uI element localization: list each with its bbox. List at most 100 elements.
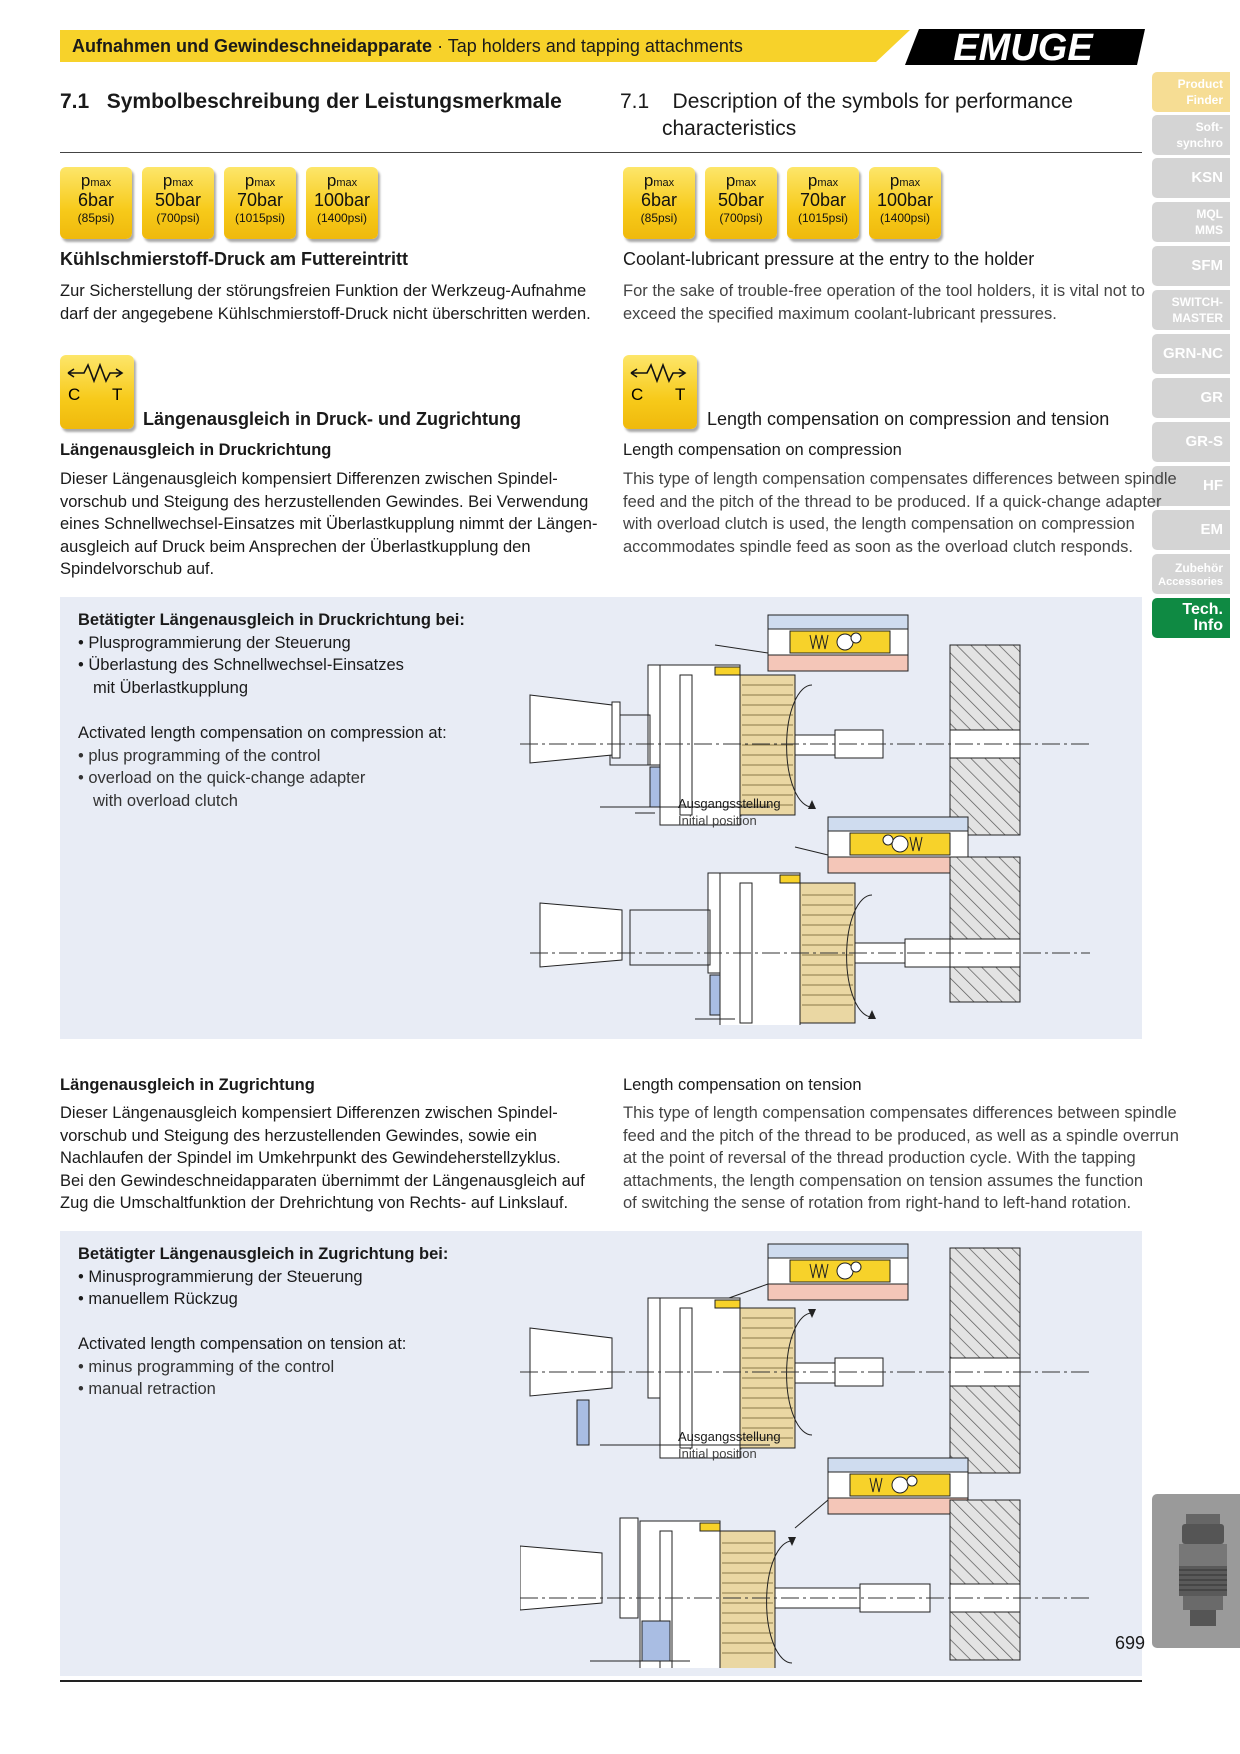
max-subscript: max [735, 177, 757, 189]
side-tab-label: GR [1200, 389, 1224, 406]
p-letter: p [244, 171, 255, 190]
max-subscript: max [817, 177, 839, 189]
side-tab-9[interactable]: HF [1152, 466, 1230, 506]
section-number-en: 7.1 [620, 90, 650, 113]
list-item: • Minusprogrammierung der Steuerung [78, 1266, 448, 1289]
tension-item-de-1: Minusprogrammierung der Steuerung [88, 1267, 363, 1286]
compression-box-heading-de: Betätigter Längenausgleich in Druckricht… [78, 611, 465, 629]
side-tab-label: EM [1200, 521, 1224, 538]
bullet: • [78, 746, 84, 765]
side-tab-sublabel: Finder [1186, 93, 1223, 107]
pmax-label: pmax [60, 172, 132, 189]
pmax-label: pmax [787, 172, 859, 189]
holder-actuated-tension [520, 1457, 1090, 1668]
tap-holder-icon [1179, 1514, 1227, 1626]
side-tab-1[interactable]: Soft-synchro [1152, 115, 1230, 155]
side-tab-2[interactable]: KSN [1152, 158, 1230, 198]
logo-text: EMUGE [953, 27, 1094, 67]
tension-heading-de: Längenausgleich in Zugrichtung [60, 1076, 315, 1094]
pressure-psi: (1015psi) [234, 211, 286, 225]
compression-box-heading-en: Activated length compensation on compres… [78, 724, 447, 742]
max-subscript: max [254, 177, 276, 189]
header-bar [60, 30, 910, 62]
pressure-value: 100bar [313, 190, 371, 210]
holder-initial-tension [520, 1243, 1090, 1474]
side-tab-label: SFM [1191, 257, 1223, 274]
bullet: • [78, 1380, 84, 1398]
tension-diagram [520, 1243, 1090, 1668]
caption-en: Initial position [678, 813, 757, 828]
bullet: • [78, 656, 84, 674]
tension-activation-de: Betätigter Längenausgleich in Zugrichtun… [78, 1243, 448, 1311]
side-tab-10[interactable]: EM [1152, 510, 1230, 550]
section-title-en-2: characteristics [662, 117, 797, 140]
ct-label-t: T [112, 385, 122, 404]
pressure-psi: (700psi) [719, 211, 763, 225]
side-tab-4[interactable]: SFM [1152, 246, 1230, 286]
pressure-value: 50bar [717, 190, 765, 210]
side-tab-label: MQL [1196, 207, 1223, 221]
side-tab-label: KSN [1191, 169, 1223, 186]
tension-text-en: This type of length compensation compens… [623, 1104, 1179, 1212]
section-heading-de: 7.1 Symbolbeschreibung der Leistungsmerk… [60, 90, 562, 114]
pmax-label: pmax [705, 172, 777, 189]
pmax-label: pmax [623, 172, 695, 189]
coolant-text-de: Zur Sicherstellung der störungsfreien Fu… [60, 282, 591, 323]
tension-heading-en: Length compensation on tension [623, 1076, 862, 1094]
coolant-heading-en: Coolant-lubricant pressure at the entry … [623, 249, 1035, 269]
tension-text-de: Dieser Längenausgleich kompensiert Diffe… [60, 1104, 585, 1212]
side-tab-8[interactable]: GR-S [1152, 422, 1230, 462]
side-tab-6[interactable]: GRN-NC [1152, 334, 1230, 374]
tension-item-en-1: minus programming of the control [88, 1357, 335, 1376]
pmax-label: pmax [142, 172, 214, 189]
pressure-value: 50bar [154, 190, 202, 210]
footer-rule [60, 1680, 1142, 1682]
compression-item-de-1: Plusprogrammierung der Steuerung [88, 633, 351, 652]
compression-item-de-2: Überlastung des Schnellwechsel-Einsatzes… [88, 656, 404, 697]
side-tab-label: SWITCH- [1171, 295, 1223, 309]
pressure-psi: (1400psi) [879, 211, 931, 225]
p-letter: p [889, 171, 900, 190]
side-tab-label: GRN-NC [1163, 345, 1223, 362]
p-letter: p [326, 171, 337, 190]
list-item: • Plusprogrammierung der Steuerung [78, 632, 465, 655]
side-tab-5[interactable]: SWITCH- MASTER [1152, 290, 1230, 330]
compression-heading-en: Length compensation on compression [623, 441, 902, 459]
compression-activation-de: Betätigter Längenausgleich in Druckricht… [78, 609, 465, 699]
length-compensation-symbol-de: C T [60, 355, 134, 429]
list-item: • minus programming of the control [78, 1356, 406, 1379]
compression-item-en-2: overload on the quick-change adapter wit… [88, 769, 366, 810]
side-tab-sublabel: Accessories [1158, 576, 1223, 588]
section-number-de: 7.1 [60, 90, 90, 113]
p-letter: p [643, 171, 654, 190]
section-title-en-1: Description of the symbols for performan… [672, 90, 1073, 113]
max-subscript: max [172, 177, 194, 189]
list-item: • overload on the quick-change adapter w… [78, 767, 447, 812]
side-tab-7[interactable]: GR [1152, 378, 1230, 418]
pmax-label: pmax [224, 172, 296, 189]
compression-tension-icon: C T [67, 362, 124, 404]
compression-activation-en: Activated length compensation on compres… [78, 722, 447, 812]
bullet: • [78, 1267, 84, 1286]
pressure-psi: (85psi) [640, 211, 678, 225]
side-tab-sublabel: MASTER [1172, 311, 1223, 325]
pressure-psi: (1015psi) [797, 211, 849, 225]
p-letter: p [807, 171, 818, 190]
tension-activation-en: Activated length compensation on tension… [78, 1333, 406, 1401]
caption-en: Initial position [678, 1446, 757, 1461]
side-tab-sublabel: synchro [1176, 136, 1223, 150]
max-subscript: max [90, 177, 112, 189]
pressure-psi: (700psi) [156, 211, 200, 225]
side-tab-12[interactable]: Tech. Info [1152, 598, 1230, 638]
pmax-label: pmax [306, 172, 378, 189]
compression-item-en-1: plus programming of the control [88, 746, 321, 765]
